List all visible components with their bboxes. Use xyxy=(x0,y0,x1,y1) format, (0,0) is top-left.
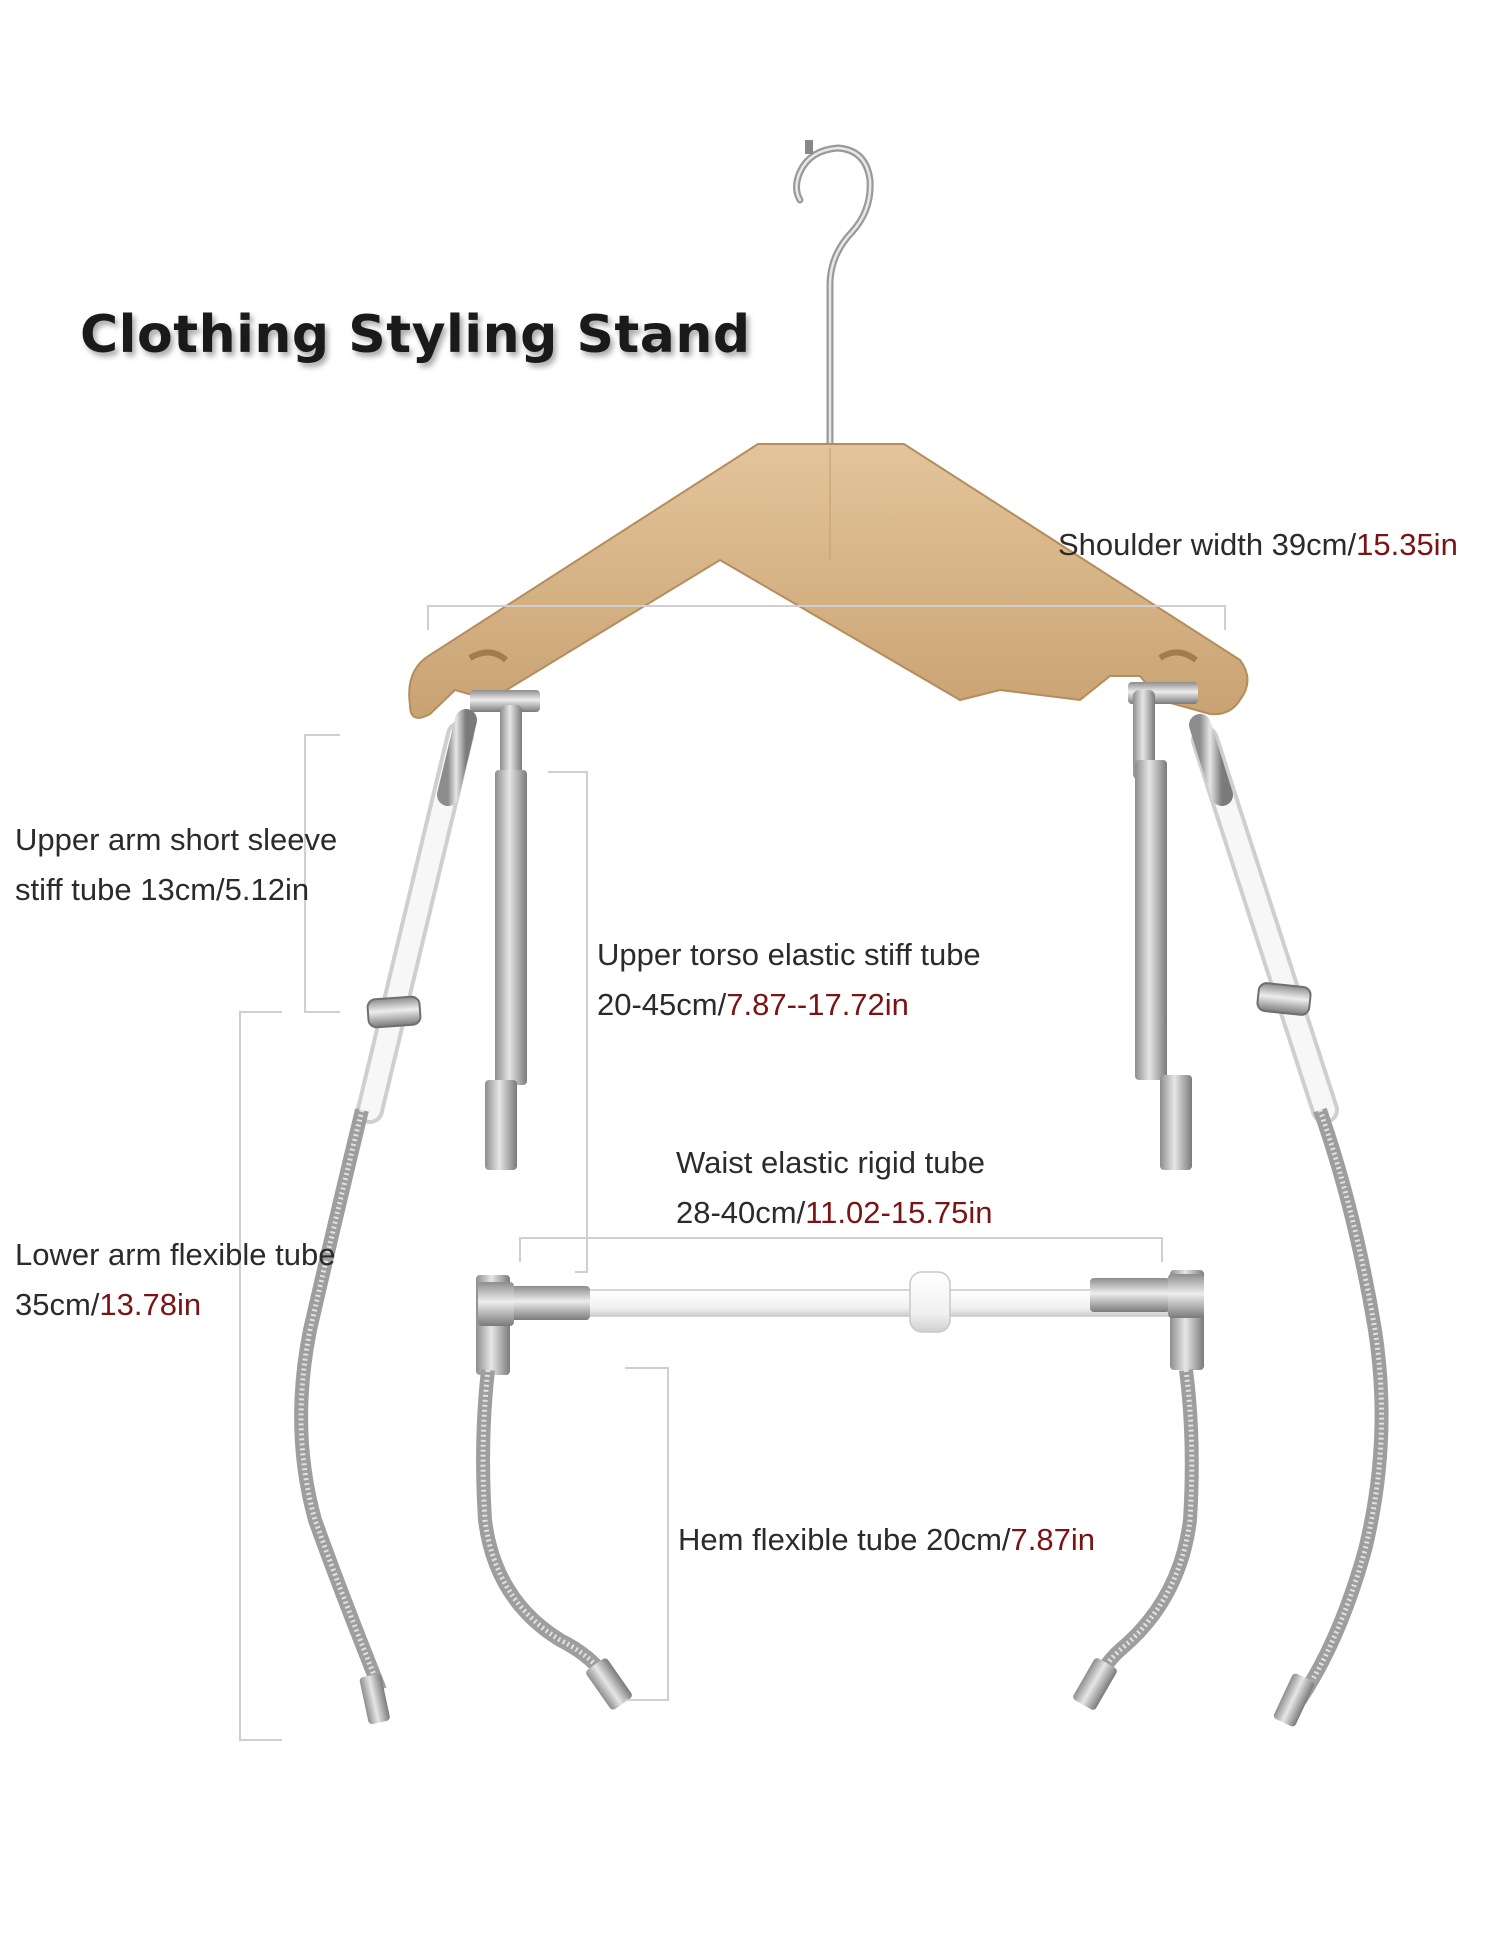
lower-arm-guide xyxy=(239,1011,282,1741)
left-upper-arm-tube xyxy=(356,709,477,1124)
waist-label: Waist elastic rigid tube 28-40cm/11.02-1… xyxy=(676,1138,993,1238)
hem-label: Hem flexible tube 20cm/7.87in xyxy=(678,1515,1095,1565)
shoulder-width-label: Shoulder width 39cm/15.35in xyxy=(1058,520,1458,570)
upper-arm-label-line1: Upper arm short sleeve xyxy=(15,822,338,857)
shoulder-guide xyxy=(427,605,1226,630)
page-title: Clothing Styling Stand xyxy=(80,305,751,365)
right-arm-end-cap xyxy=(1273,1673,1315,1727)
upper-arm-guide xyxy=(304,734,340,1013)
hook-pin xyxy=(805,140,813,154)
right-upper-arm-tube xyxy=(1189,714,1339,1124)
right-hem-flex-tube xyxy=(1088,1369,1199,1692)
hanger-hook xyxy=(793,140,874,459)
right-lower-arm-flex-tube xyxy=(1294,1107,1389,1704)
shoulder-width-imperial: 15.35in xyxy=(1356,527,1458,562)
left-hem-end-cap xyxy=(586,1658,632,1710)
upper-torso-label: Upper torso elastic stiff tube 20-45cm/7… xyxy=(597,930,981,1030)
right-torso-tube xyxy=(1133,690,1204,1370)
waist-imperial: 11.02-15.75in xyxy=(805,1195,993,1230)
lower-arm-label-line1: Lower arm flexible tube xyxy=(15,1237,336,1272)
left-torso-tube xyxy=(476,705,527,1375)
dimension-guides xyxy=(239,605,1226,1741)
waist-tube xyxy=(478,1271,1204,1333)
waist-label-line1: Waist elastic rigid tube xyxy=(676,1145,985,1180)
lower-arm-label: Lower arm flexible tube 35cm/13.78in xyxy=(15,1230,336,1330)
waist-guide xyxy=(519,1237,1163,1262)
hem-imperial: 7.87in xyxy=(1010,1522,1096,1557)
upper-torso-guide xyxy=(548,771,588,1273)
upper-arm-label: Upper arm short sleeve stiff tube 13cm/5… xyxy=(15,815,337,915)
upper-torso-imperial: 7.87--17.72in xyxy=(726,987,909,1022)
shoulder-width-metric: Shoulder width 39cm/ xyxy=(1058,527,1357,562)
wooden-hanger-body xyxy=(408,443,1249,719)
left-hem-flex-tube xyxy=(476,1369,619,1693)
right-hem-end-cap xyxy=(1073,1658,1117,1710)
hem-guide xyxy=(625,1367,669,1701)
left-lower-arm-flex-tube xyxy=(294,1108,387,1693)
waist-metric: 28-40cm/ xyxy=(676,1195,806,1230)
upper-arm-label-line2: stiff tube 13cm/5.12in xyxy=(15,872,310,907)
upper-torso-label-line1: Upper torso elastic stiff tube xyxy=(597,937,981,972)
left-arm-end-cap xyxy=(359,1674,390,1725)
lower-arm-metric: 35cm/ xyxy=(15,1287,100,1322)
upper-torso-metric: 20-45cm/ xyxy=(597,987,727,1022)
lower-arm-imperial: 13.78in xyxy=(99,1287,202,1322)
hem-metric: Hem flexible tube 20cm/ xyxy=(678,1522,1011,1557)
left-clamp xyxy=(470,690,540,712)
